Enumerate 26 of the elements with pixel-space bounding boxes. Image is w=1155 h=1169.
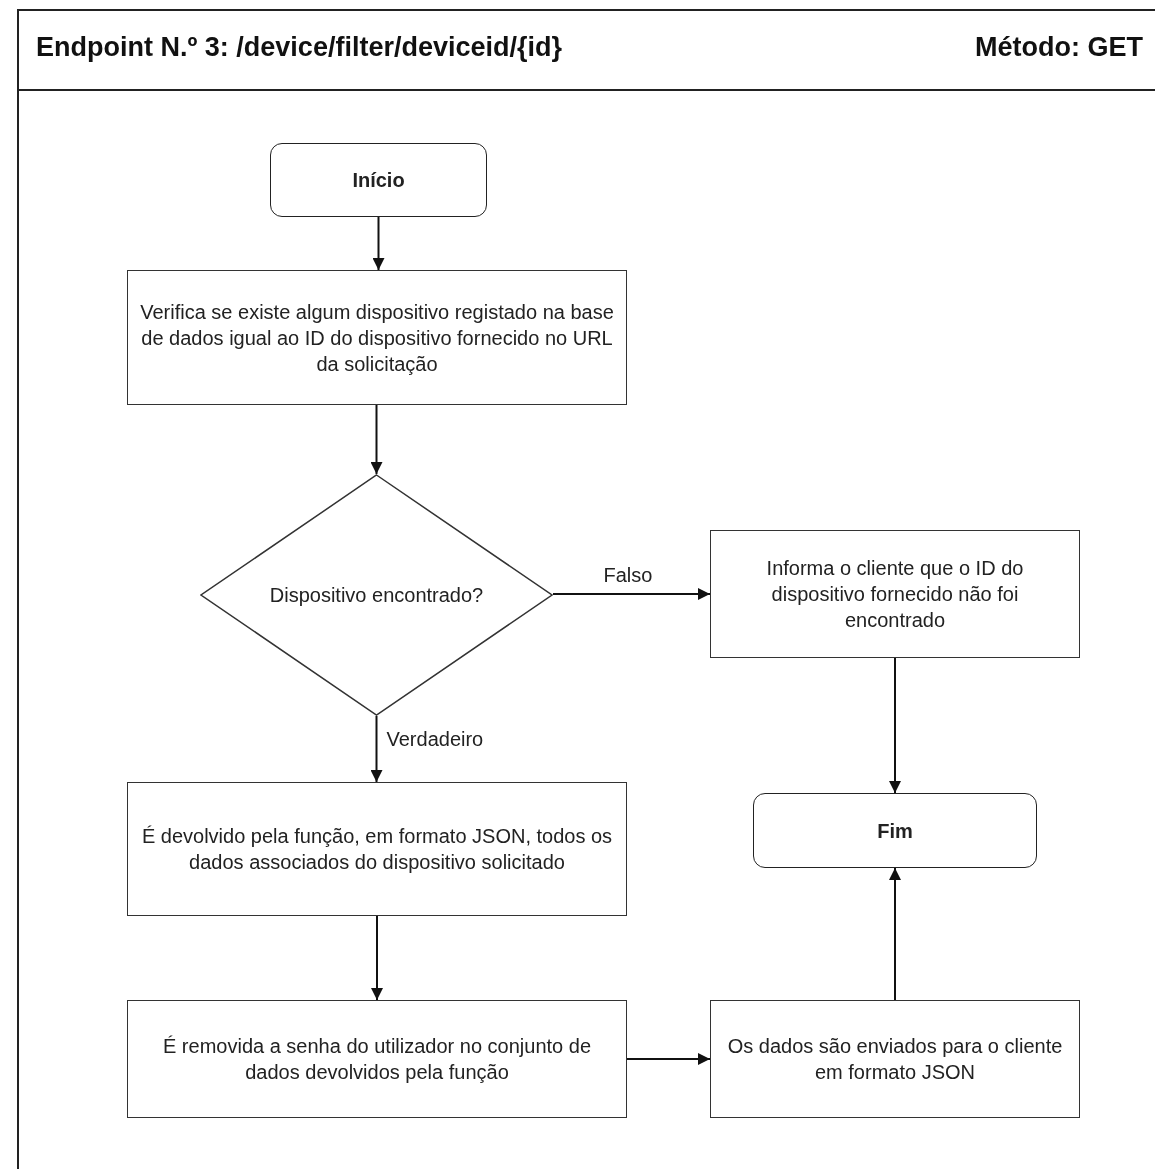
- decision-diamond: [200, 474, 553, 716]
- node-text: Dispositivo encontrado?: [269, 583, 484, 608]
- node-text: Início: [352, 168, 405, 193]
- node-text: É removida a senha do utilizador no conjunto de dados devolvidos pela função: [161, 1034, 593, 1085]
- arrow: [626, 1053, 711, 1065]
- node-text: Fim: [877, 818, 913, 844]
- arrow: [889, 867, 901, 1001]
- node-text: É devolvido pela função, em formato JSON, todos os dados associados do dispositivo solicitado: [140, 824, 614, 875]
- arrow: [889, 657, 901, 794]
- process-box: [127, 270, 627, 405]
- arrow: [552, 588, 711, 600]
- arrow: [372, 216, 385, 271]
- process-box: [127, 782, 627, 916]
- method-label: Método: GET: [975, 32, 1143, 63]
- diagram-title: Endpoint N.º 3: /device/filter/deviceid/{id}: [36, 32, 562, 63]
- terminal-box: [270, 143, 487, 217]
- arrow: [370, 715, 383, 783]
- process-box: [710, 1000, 1080, 1118]
- node-text: Informa o cliente que o ID do dispositivo fornecido não foi encontrado: [765, 556, 1025, 633]
- node-text: Os dados são enviados para o cliente em formato JSON: [726, 1034, 1064, 1085]
- node-text: Verifica se existe algum dispositivo registado na base de dados igual ao ID do dispositivo fornecido no URL da solicitação: [139, 299, 615, 377]
- arrow: [370, 404, 383, 475]
- arrow: [371, 915, 383, 1001]
- process-box: [710, 530, 1080, 658]
- terminal-box: [753, 793, 1037, 868]
- process-box: [127, 1000, 627, 1118]
